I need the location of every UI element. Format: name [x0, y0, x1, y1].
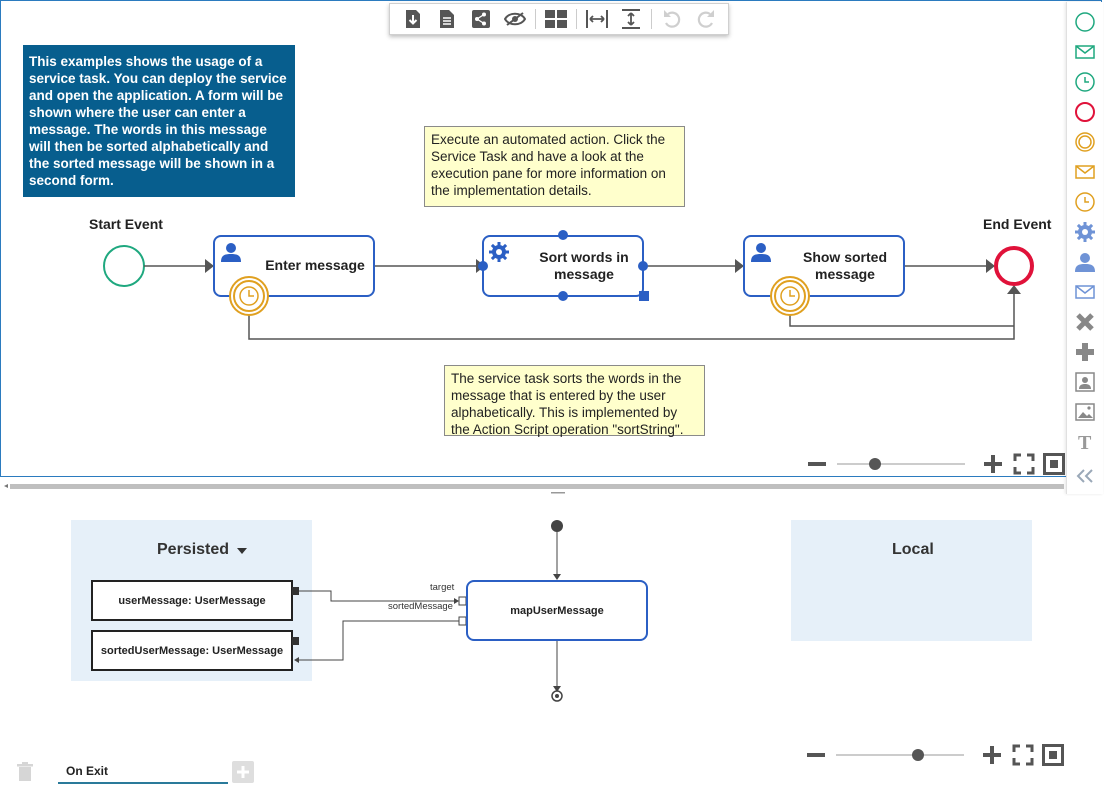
task-label-line1: Show sorted	[802, 249, 887, 265]
end-event-icon[interactable]	[1073, 100, 1097, 124]
zoom-out-icon[interactable]	[806, 745, 826, 765]
task-label-line1: Sort words in	[539, 249, 629, 265]
selection-handle-bottom[interactable]	[558, 291, 568, 301]
user-task-icon[interactable]	[1073, 250, 1097, 274]
persisted-title[interactable]: Persisted	[157, 541, 230, 558]
persisted-panel: Persisted userMessage: UserMessage sorte…	[71, 520, 312, 681]
intermediate-event-icon[interactable]	[1073, 130, 1097, 154]
task-label-line2: message	[554, 266, 614, 282]
port-label-target: target	[430, 582, 455, 593]
zoom-slider[interactable]	[835, 454, 985, 474]
start-event-label: Start Event	[89, 216, 163, 232]
collapse-icon[interactable]	[1073, 464, 1097, 488]
undo-icon[interactable]	[655, 4, 689, 34]
mapping-connectors	[292, 520, 563, 702]
zoom-out-icon[interactable]	[807, 454, 827, 474]
chevron-down-icon[interactable]	[236, 547, 248, 555]
zoom-controls	[807, 453, 1065, 475]
hide-icon[interactable]	[498, 4, 532, 34]
fullscreen-icon[interactable]	[1012, 744, 1034, 766]
end-event-label: End Event	[983, 216, 1052, 232]
service-task-note[interactable]: Execute an automated action. Click the S…	[424, 126, 685, 207]
picture-icon[interactable]	[1073, 400, 1097, 424]
fit-view-icon[interactable]	[1043, 453, 1065, 475]
redo-icon[interactable]	[689, 4, 723, 34]
zoom-controls	[806, 744, 1064, 766]
pane-splitter[interactable]	[0, 480, 1066, 494]
trash-icon[interactable]	[16, 762, 34, 782]
variable-user-message[interactable]: userMessage: UserMessage	[91, 580, 293, 621]
zoom-in-icon[interactable]	[983, 454, 1003, 474]
tab-underline	[58, 782, 228, 784]
variable-sorted-user-message[interactable]: sortedUserMessage: UserMessage	[91, 630, 293, 671]
diagram-toolbar	[389, 3, 729, 35]
download-icon[interactable]	[396, 4, 430, 34]
user-task-icon	[751, 243, 771, 262]
timer-boundary-icon[interactable]	[769, 275, 811, 317]
svg-text:T: T	[1078, 432, 1092, 452]
fullscreen-icon[interactable]	[1013, 453, 1035, 475]
selection-handle-top[interactable]	[558, 230, 568, 240]
zoom-slider[interactable]	[834, 745, 984, 765]
selection-handle-left[interactable]	[478, 261, 488, 271]
toolbar-divider	[651, 9, 652, 29]
toolbar-divider	[535, 9, 536, 29]
start-event-node	[103, 245, 145, 287]
end-event-node	[994, 246, 1034, 286]
process-connectors	[103, 245, 1034, 340]
zoom-in-icon[interactable]	[982, 745, 1002, 765]
timer-intermediate-icon[interactable]	[1073, 190, 1097, 214]
tab-on-exit[interactable]: On Exit	[66, 764, 109, 778]
fit-width-icon[interactable]	[580, 4, 614, 34]
intro-note[interactable]: This examples shows the usage of a servi…	[23, 45, 295, 197]
message-start-icon[interactable]	[1073, 40, 1097, 64]
share-icon[interactable]	[464, 4, 498, 34]
task-show-sorted-message[interactable]: Show sorted message	[743, 235, 905, 297]
timer-boundary-icon[interactable]	[228, 275, 270, 317]
local-title: Local	[892, 541, 934, 558]
document-icon[interactable]	[430, 4, 464, 34]
start-event-icon[interactable]	[1073, 10, 1097, 34]
element-palette: T	[1066, 2, 1103, 494]
message-intermediate-icon[interactable]	[1073, 160, 1097, 184]
layout-icon[interactable]	[539, 4, 573, 34]
timer-start-icon[interactable]	[1073, 70, 1097, 94]
task-label-line2: message	[815, 266, 875, 282]
image-icon[interactable]	[1073, 370, 1097, 394]
fit-height-icon[interactable]	[614, 4, 648, 34]
process-canvas[interactable]: This examples shows the usage of a servi…	[0, 0, 1102, 477]
user-task-icon	[221, 243, 241, 262]
resize-handle[interactable]	[639, 291, 649, 301]
task-sort-words[interactable]: Sort words in message	[482, 235, 644, 297]
local-panel: Local	[791, 520, 1032, 641]
selection-handle-right[interactable]	[638, 261, 648, 271]
parallel-gateway-icon[interactable]	[1073, 340, 1097, 364]
message-task-icon[interactable]	[1073, 280, 1097, 304]
sort-note[interactable]: The service task sorts the words in the …	[444, 365, 705, 437]
gear-icon	[489, 242, 509, 262]
add-tab-icon[interactable]	[232, 761, 254, 783]
port-label-sorted-message: sortedMessage	[388, 601, 453, 612]
map-user-message-node[interactable]: mapUserMessage	[466, 580, 648, 641]
fit-view-icon[interactable]	[1042, 744, 1064, 766]
data-mapping-pane: Persisted userMessage: UserMessage sorte…	[0, 496, 1104, 797]
task-label: Enter message	[265, 257, 365, 273]
text-icon[interactable]: T	[1073, 430, 1097, 454]
toolbar-divider	[576, 9, 577, 29]
service-task-icon[interactable]	[1073, 220, 1097, 244]
exclusive-gateway-icon[interactable]	[1073, 310, 1097, 334]
